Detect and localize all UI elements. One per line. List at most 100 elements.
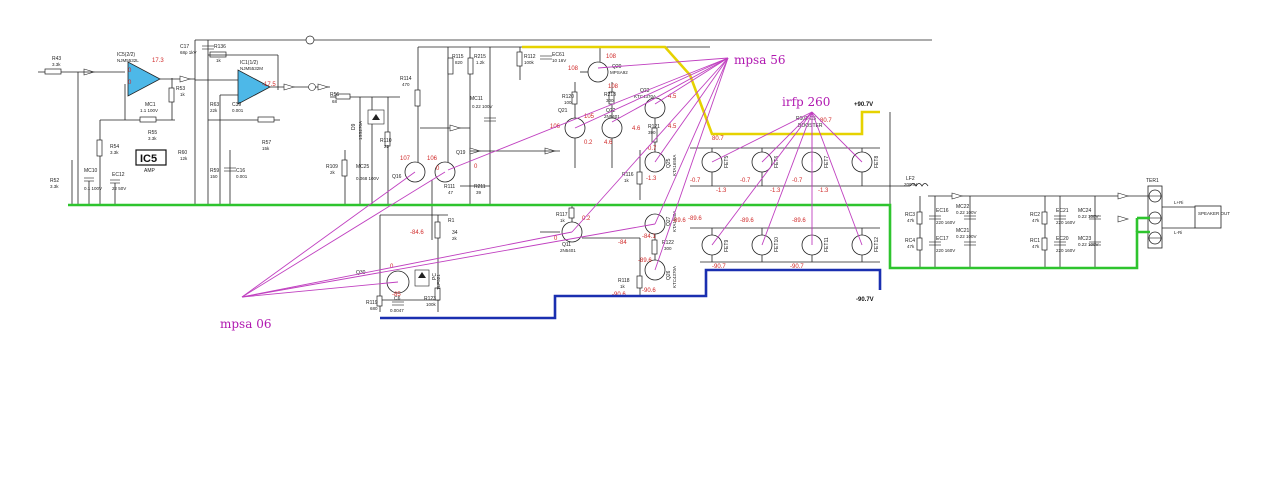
- terminal-lplus: L+Ri: [1174, 200, 1183, 205]
- fet-q9: FET9: [701, 228, 730, 262]
- ic-block-label: IC5: [140, 153, 157, 165]
- val-c17: 68p 1kV: [180, 50, 197, 55]
- arrow-icon: [179, 75, 192, 83]
- voltage-label: 0: [436, 166, 440, 172]
- ic-block-box: [135, 149, 167, 166]
- resistor-r116: [636, 171, 643, 185]
- positive-rail-label: +90.7V: [854, 102, 873, 108]
- output-filter: LF2 200nH RC3 47k RC4 47k EC16 220 160V …: [900, 176, 1230, 268]
- val-q11: 2N5401: [560, 248, 576, 253]
- ref-r211: R211: [474, 184, 486, 190]
- ref-mc11: MC11: [470, 96, 483, 102]
- ref-r52: R52: [50, 178, 59, 184]
- ref-mc10: MC10: [84, 168, 98, 174]
- ref-r215: R215: [474, 54, 486, 60]
- fet-label: FET5: [724, 156, 730, 168]
- val-r123: 100k: [426, 302, 437, 307]
- ref-mc22: MC22: [956, 204, 970, 210]
- ref-r53: R53: [176, 86, 185, 92]
- val-mc21: 0.22 100V: [956, 234, 977, 239]
- annotation-mpsa06: mpsa 06: [220, 171, 656, 331]
- val-q23: KTC4370A: [634, 94, 656, 99]
- val-r109: 2k: [330, 170, 336, 175]
- opamp-ic1-part: NJM5532M: [240, 66, 263, 71]
- annotation-label-mpsa06: mpsa 06: [220, 317, 271, 331]
- ref-rc4: RC4: [905, 238, 915, 244]
- val-r59: 150: [210, 174, 218, 179]
- fet-q6: FET6: [751, 148, 780, 186]
- ref-c6: C6: [394, 296, 401, 302]
- val-r114: 470: [402, 82, 410, 87]
- resistor-r213: [608, 91, 615, 105]
- voltage-label: 0: [474, 164, 478, 170]
- val-ec61: 10 16V: [552, 58, 566, 63]
- resistor-rc1: [1041, 237, 1048, 251]
- voltage-label: -17.5: [262, 82, 276, 88]
- ref-r123: R123: [424, 296, 436, 302]
- inductor-lf2: [909, 183, 929, 187]
- ref-pc: PC: [432, 273, 438, 280]
- val-ec21: 220 160V: [1056, 220, 1075, 225]
- voltage-label: 4.5: [668, 94, 677, 100]
- transistor-q23: [644, 97, 666, 119]
- opamp-ic1-name: IC1(1/2): [240, 60, 258, 66]
- ref-r110: R110: [380, 138, 392, 144]
- annotation-irfp260: irfp 260: [711, 95, 863, 246]
- voltage-label: -0.7: [740, 178, 751, 184]
- fet-q11: FET11: [801, 228, 830, 262]
- val-q25: KTA1658A: [672, 155, 677, 176]
- val-mc23: 0.22 100V: [1078, 242, 1099, 247]
- positive-rail-line: [522, 45, 880, 136]
- val-c6: 0.0047: [390, 308, 404, 313]
- val-r57: 15k: [262, 146, 270, 151]
- val-r54: 3.3k: [110, 150, 119, 155]
- diode-icon: [418, 272, 426, 278]
- fet-label: FET8: [874, 156, 880, 168]
- resistor-r54: [96, 139, 103, 157]
- voltage-label: -1.3: [818, 188, 829, 194]
- val-ec20: 220 160V: [1056, 248, 1075, 253]
- ref-r112: R112: [524, 54, 536, 60]
- resistor-rc3: [916, 211, 923, 225]
- ref-r119: R119: [366, 300, 378, 306]
- val-r111: 47: [448, 190, 454, 195]
- voltage-label: 108: [608, 84, 619, 90]
- ref-r1: R1: [448, 218, 455, 224]
- val-r43: 3.3k: [52, 62, 61, 67]
- val-r119: 680: [370, 306, 378, 311]
- terminal-name: TER1: [1146, 178, 1159, 184]
- booster-sub: BOOSTER: [798, 123, 823, 129]
- val-c39: 0.001: [232, 108, 244, 113]
- ref-r60: R60: [178, 150, 187, 156]
- ref-ec21: EC21: [1056, 208, 1069, 214]
- val-lf2: 200nH: [904, 182, 917, 187]
- val-r136: 1k: [216, 58, 222, 63]
- val-rc3: 47k: [907, 218, 915, 223]
- fet-label: FET10: [774, 237, 780, 252]
- resistor-r123: [434, 287, 441, 301]
- ref-r54: R54: [110, 144, 119, 150]
- opamp-ic5-part: NJM5532L: [117, 58, 139, 63]
- ref-q27: Q27: [666, 216, 672, 226]
- negative-rail-label: -90.7V: [856, 297, 874, 303]
- ref-c16: C16: [236, 168, 245, 174]
- opamp-ic1: [237, 69, 271, 105]
- resistor-r43: [44, 68, 62, 75]
- voltage-label: -84: [618, 240, 627, 246]
- voltage-label: -1.3: [716, 188, 727, 194]
- fet-label: FET9: [724, 240, 730, 252]
- annotation-label-mpsa56: mpsa 56: [734, 53, 785, 67]
- node-marker: [305, 35, 315, 45]
- resistor-r136: [209, 51, 227, 58]
- ref-r213: R213: [604, 92, 616, 98]
- ref-ec20: EC20: [1056, 236, 1069, 242]
- voltage-label: -85: [392, 292, 401, 298]
- resistor-r122: [651, 239, 658, 255]
- val-r56: 68: [332, 99, 338, 104]
- val-q26: KTC4370A: [672, 266, 677, 288]
- resistor-r110: [384, 131, 391, 147]
- arrow-icon: [283, 83, 296, 91]
- val-ec12: 22 50V: [112, 186, 126, 191]
- resistor-r121: [651, 127, 658, 143]
